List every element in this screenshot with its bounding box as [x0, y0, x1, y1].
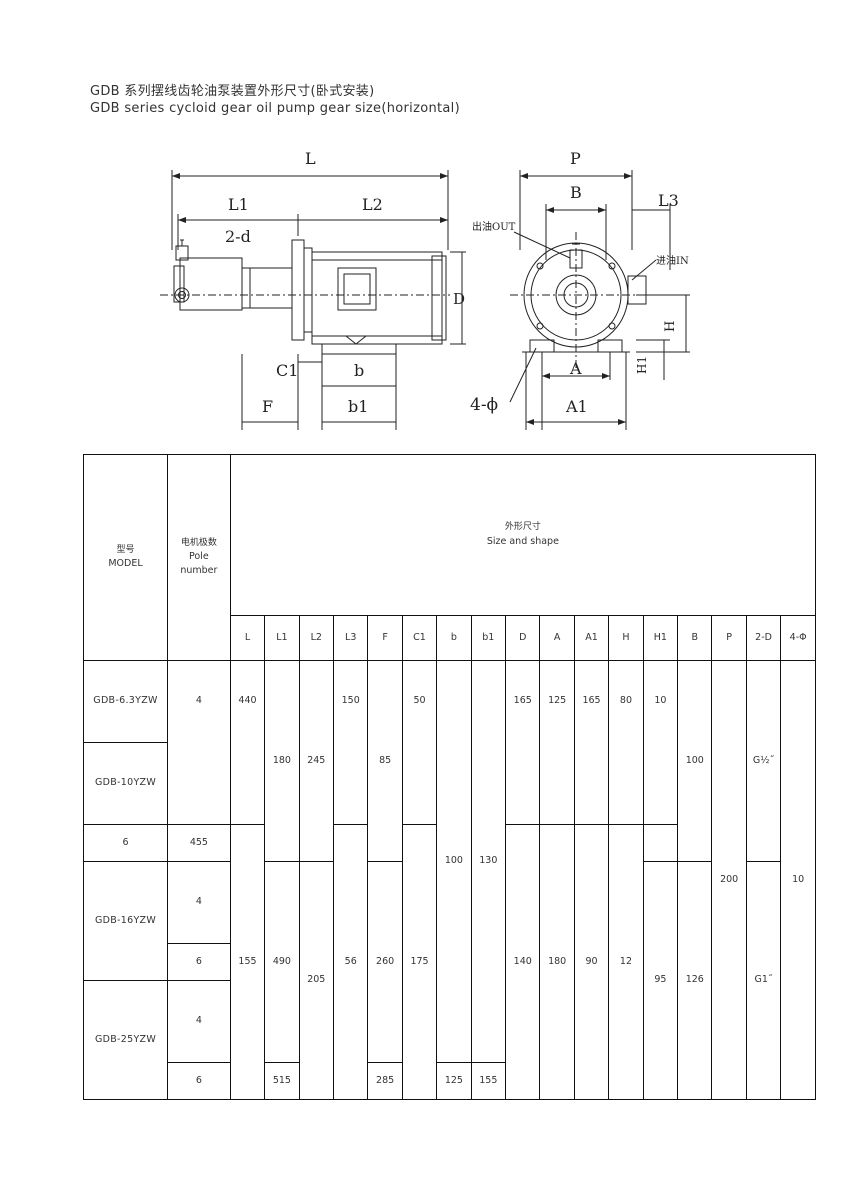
col-header: C1 [401, 615, 438, 661]
col-header: L3 [332, 615, 369, 661]
pump-dimension-drawing: L L1 L2 2-d D C1 b F b1 P B L3 出油OUT 进油I… [160, 149, 690, 430]
dim-C1: C1 [276, 361, 298, 380]
col-header: L1 [264, 615, 300, 661]
cell-B: 126 [677, 861, 713, 1100]
dim-D: D [453, 290, 465, 308]
col-header: 2-D [745, 615, 782, 661]
cell-F: 95 [642, 861, 679, 1100]
col-header: 4-Φ [780, 615, 816, 661]
cell-C1: 56 [332, 824, 369, 1100]
model-cell: GDB-25YZW [82, 980, 169, 1100]
dim-A: A [569, 359, 582, 378]
cell-b: 125 [436, 1062, 472, 1100]
col-header: F [367, 615, 403, 661]
model-cell: GDB-10YZW [82, 742, 169, 825]
label-in: 进油IN [656, 254, 689, 267]
label-out: 出油OUT [472, 220, 516, 233]
cell-H1: 12 [608, 824, 644, 1100]
cell-2D: G1˝ [745, 861, 782, 1100]
dim-L3: L3 [658, 191, 679, 210]
title-chinese: GDB 系列摆线齿轮油泵装置外形尺寸(卧式安装) [90, 84, 375, 99]
pole-cell: 6 [167, 943, 231, 981]
pole-cell: 4 [167, 660, 231, 825]
dim-2d: 2-d [225, 227, 251, 246]
cell-L: 490 [264, 861, 300, 1063]
cell-L2: 245 [298, 660, 335, 862]
header-model: 型号 MODEL [82, 454, 169, 661]
dim-L2: L2 [362, 195, 383, 214]
cell-L: 440 [229, 660, 266, 825]
dim-b: b [354, 361, 364, 380]
col-header: B [677, 615, 713, 661]
dim-H: H [663, 321, 678, 332]
cell-L1: 180 [264, 660, 300, 862]
col-header: A1 [573, 615, 610, 661]
cell-A: 125 [539, 660, 575, 825]
cell-L2: 285 [367, 1062, 403, 1100]
cell-b1: 130 [470, 660, 507, 1063]
dim-P: P [570, 149, 581, 168]
cell-L2: 260 [367, 861, 403, 1063]
header-size: 外形尺寸 Size and shape [229, 454, 817, 616]
cell-L: 455 [167, 824, 231, 862]
title-english: GDB series cycloid gear oil pump gear si… [90, 101, 460, 116]
col-header: H1 [642, 615, 679, 661]
cell-A1: 180 [539, 824, 575, 1100]
dim-A1: A1 [565, 397, 588, 416]
cell-b1: 155 [470, 1062, 507, 1100]
dim-F: F [262, 397, 273, 416]
cell-C1: 50 [401, 660, 438, 825]
cell-P: 200 [711, 660, 747, 1100]
cell-2D: G½˝ [745, 660, 782, 862]
model-cell: GDB-6.3YZW [82, 660, 169, 743]
cell-L: 515 [264, 1062, 300, 1100]
col-header: H [608, 615, 644, 661]
col-header: D [505, 615, 541, 661]
col-header: A [539, 615, 575, 661]
pole-cell: 6 [82, 824, 169, 862]
cell-A: 140 [505, 824, 541, 1100]
cell-L3: 150 [332, 660, 369, 825]
model-cell: GDB-16YZW [82, 861, 169, 981]
cell-D: 165 [505, 660, 541, 825]
cell-D: 175 [401, 824, 438, 1100]
pole-cell: 4 [167, 861, 231, 944]
cell-4phi: 10 [780, 660, 816, 1100]
cell-B: 100 [677, 660, 713, 862]
col-header: P [711, 615, 747, 661]
col-header: b [436, 615, 472, 661]
dim-H1: H1 [635, 356, 649, 374]
cell-H: 90 [573, 824, 610, 1100]
header-pole: 电机极数 Pole number [167, 454, 231, 661]
cell-F: 85 [367, 660, 403, 862]
dim-L1: L1 [228, 195, 249, 214]
cell-A1: 165 [573, 660, 610, 825]
col-header: b1 [470, 615, 507, 661]
pole-cell: 4 [167, 980, 231, 1063]
dim-b1: b1 [348, 397, 368, 416]
dim-L: L [305, 149, 316, 168]
col-header: L [229, 615, 266, 661]
col-header: L2 [298, 615, 335, 661]
pole-cell: 6 [167, 1062, 231, 1100]
dim-4phi: 4-ϕ [470, 395, 498, 415]
cell-L3: 155 [229, 824, 266, 1100]
cell-L1: 205 [298, 861, 335, 1100]
cell-H: 80 [608, 660, 644, 825]
dim-B: B [570, 183, 582, 202]
cell-H1: 10 [642, 660, 679, 825]
spec-table: 型号 MODEL 电机极数 Pole number 外形尺寸 Size and … [82, 454, 817, 1100]
cell-b: 100 [436, 660, 472, 1063]
